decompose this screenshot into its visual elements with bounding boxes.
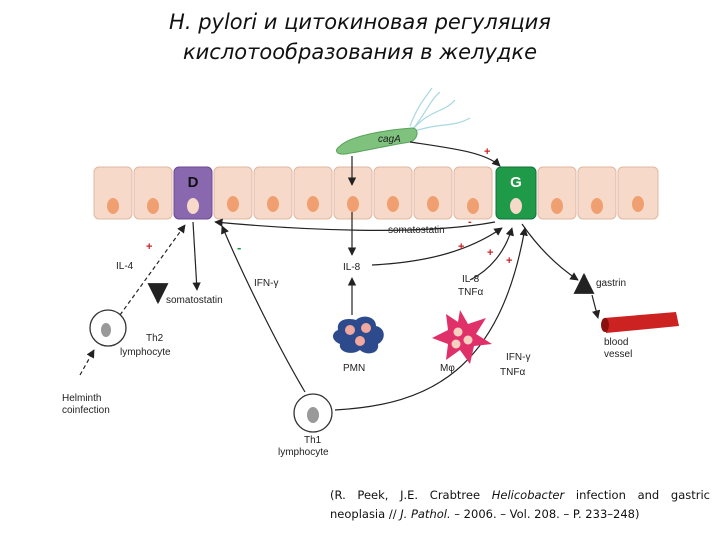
epithelium-row: [93, 166, 659, 220]
cell-nucleus: [632, 196, 644, 212]
epithelial-cell: [453, 166, 493, 220]
th1-label-1: Th1: [304, 435, 322, 446]
th2-lymphocyte: [89, 309, 127, 347]
helminth-label-1: Helminth: [62, 393, 101, 404]
cell-nucleus: [591, 198, 603, 214]
epithelial-cell: [133, 166, 173, 220]
citation: (R. Peek, J.E. Crabtree Helicobacter inf…: [330, 486, 710, 524]
th1-lymphocyte: [293, 393, 333, 433]
arrow-helminth-to-th2: [79, 349, 95, 376]
blood-vessel-label-2: vessel: [604, 349, 632, 360]
ifn-gamma-label: IFN-γ: [254, 278, 278, 289]
arrow-il8-tnf-to-g-cell: [469, 227, 514, 281]
d-cell: [173, 166, 213, 220]
arrow-il8-to-g-cell: [371, 227, 503, 266]
citation-italic-1: Helicobacter: [491, 488, 565, 502]
somatostatin-top-label: somatostatin: [388, 225, 445, 236]
epithelial-cell: [577, 166, 617, 220]
g-cell: [495, 166, 537, 220]
cell-nucleus: [147, 198, 159, 214]
il8-label: IL-8: [343, 262, 361, 273]
th2-label-1: Th2: [146, 333, 164, 344]
il8-tnf-label-1: IL-8: [462, 274, 480, 285]
cell-nucleus: [387, 196, 399, 212]
macrophage-label: Mφ: [440, 363, 455, 374]
blood-vessel-label-1: blood: [604, 337, 628, 348]
epithelial-cell: [213, 166, 253, 220]
arrow-th1-to-g-cell: [334, 227, 528, 411]
caga-label: cagA: [378, 134, 401, 145]
cell-nucleus: [467, 198, 479, 214]
macrophage-cell: [432, 310, 492, 364]
title-line-2: кислотообразования в желудке: [182, 40, 538, 64]
plus-sign: +: [487, 247, 493, 259]
epithelial-cell: [253, 166, 293, 220]
plus-sign: +: [506, 255, 512, 267]
cell-nucleus: [267, 196, 279, 212]
plus-sign: +: [146, 241, 152, 253]
il8-tnf-label-2: TNFα: [458, 287, 483, 298]
cell-nucleus: [510, 198, 522, 214]
pmn-cell: [333, 316, 384, 354]
cell-nucleus: [107, 198, 119, 214]
helminth-label-2: coinfection: [62, 405, 110, 416]
arrow-bacterium-to-g-cell: [409, 141, 501, 167]
th2-label-2: lymphocyte: [120, 347, 171, 358]
arrow-d-cell-down: [192, 221, 201, 291]
th1-label-2: lymphocyte: [278, 447, 329, 458]
arrow-th2-to-d-cell: [119, 224, 186, 316]
citation-middle: infection and gastric neoplasia //: [330, 488, 710, 521]
minus-sign: -: [468, 216, 472, 228]
cell-nucleus: [427, 196, 439, 212]
minus-sign: -: [237, 240, 241, 255]
epithelial-cell: [93, 166, 133, 220]
cell-nucleus: [187, 198, 199, 214]
d-cell-label: D: [188, 174, 199, 191]
blood-vessel: [601, 312, 679, 333]
epithelial-cell: [537, 166, 577, 220]
arrow-th1-to-d-cell: [221, 225, 306, 393]
cell-nucleus: [551, 198, 563, 214]
cell-nucleus: [307, 196, 319, 212]
plus-sign: +: [458, 241, 464, 253]
arrow-somatostatin-to-d-cell: [214, 218, 496, 231]
epithelial-cell: [617, 166, 659, 220]
h-pylori-bacterium: [336, 87, 471, 155]
epithelial-cell: [333, 166, 373, 220]
arrow-g-cell-to-gastrin: [521, 223, 579, 281]
epithelial-cell: [293, 166, 333, 220]
title-line-1: H. pylori и цитокиновая регуляция: [169, 10, 551, 34]
epithelial-cell: [373, 166, 413, 220]
pmn-label: PMN: [343, 363, 365, 374]
epithelial-cell: [413, 166, 453, 220]
arrow-gastrin-to-vessel: [591, 294, 601, 319]
cell-nucleus: [227, 196, 239, 212]
citation-italic-2: J. Pathol.: [400, 507, 451, 521]
citation-prefix: (R. Peek, J.E. Crabtree: [330, 488, 492, 502]
ifn-tnf-label-2: TNFα: [500, 367, 525, 378]
plus-sign: +: [484, 146, 490, 158]
citation-suffix: – 2006. – Vol. 208. – P. 233–248): [450, 507, 640, 521]
g-cell-label: G: [510, 174, 522, 191]
somatostatin-left-label: somatostatin: [166, 295, 223, 306]
ifn-tnf-label-1: IFN-γ: [506, 352, 530, 363]
cell-nucleus: [347, 196, 359, 212]
il4-label: IL-4: [116, 261, 134, 272]
gastrin-label: gastrin: [596, 278, 626, 289]
